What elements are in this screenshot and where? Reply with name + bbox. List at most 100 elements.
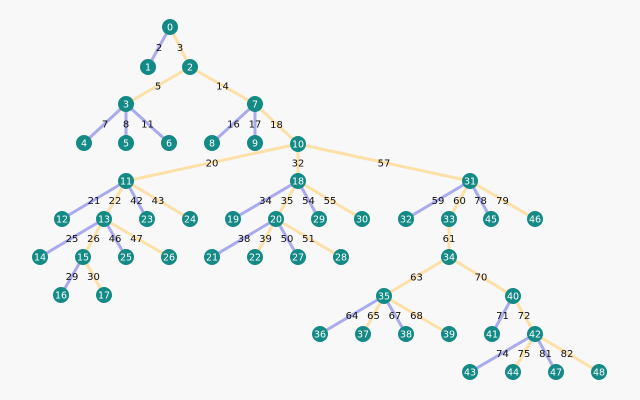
node-9[interactable]: 9 [247,135,263,151]
node-16[interactable]: 16 [53,287,69,303]
node-28[interactable]: 28 [333,249,349,265]
node-36[interactable]: 36 [312,326,328,342]
node-27[interactable]: 27 [290,249,306,265]
edge-label: 81 [539,349,552,360]
node-33[interactable]: 33 [441,211,457,227]
edge-label: 64 [346,311,359,322]
node-29[interactable]: 29 [311,211,327,227]
node-label: 25 [120,253,132,264]
edge-label: 29 [66,272,79,283]
node-30[interactable]: 30 [354,211,370,227]
edge-34-40 [448,255,514,298]
edge-18-19 [232,179,299,221]
node-4[interactable]: 4 [76,135,92,151]
node-label: 11 [120,177,132,188]
node-label: 42 [529,330,541,341]
node-23[interactable]: 23 [139,211,155,227]
node-22[interactable]: 22 [247,249,263,265]
node-2[interactable]: 2 [182,59,198,75]
node-20[interactable]: 20 [268,211,284,227]
node-15[interactable]: 15 [75,249,91,265]
node-circle [139,211,155,227]
node-circle [441,249,457,265]
edge-label: 68 [410,311,423,322]
node-35[interactable]: 35 [376,288,392,304]
node-circle [591,364,607,380]
node-label: 0 [167,23,173,34]
node-39[interactable]: 39 [441,326,457,342]
node-circle [32,249,48,265]
node-24[interactable]: 24 [182,211,198,227]
node-label: 37 [357,330,369,341]
node-48[interactable]: 48 [591,364,607,380]
node-circle [182,211,198,227]
node-34[interactable]: 34 [441,249,457,265]
node-7[interactable]: 7 [247,96,263,112]
node-41[interactable]: 41 [484,326,500,342]
node-47[interactable]: 47 [548,364,564,380]
node-circle [484,326,500,342]
node-label: 13 [98,215,110,226]
node-label: 9 [252,139,258,150]
edge-label: 79 [496,196,509,207]
node-8[interactable]: 8 [204,135,220,151]
node-14[interactable]: 14 [32,249,48,265]
node-label: 23 [141,215,153,226]
node-circle [355,326,371,342]
node-31[interactable]: 31 [462,173,478,189]
node-circle [118,96,134,112]
node-circle [333,249,349,265]
node-12[interactable]: 12 [54,211,70,227]
node-circle [312,326,328,342]
node-3[interactable]: 3 [118,96,134,112]
node-label: 15 [77,253,89,264]
node-label: 26 [163,253,175,264]
node-43[interactable]: 43 [462,364,478,380]
node-42[interactable]: 42 [527,326,543,342]
node-45[interactable]: 45 [483,211,499,227]
node-circle [462,173,478,189]
edge-35-36 [319,294,385,336]
node-26[interactable]: 26 [161,249,177,265]
edge-label: 8 [123,120,129,131]
edge-2-3 [125,65,191,106]
edge-3-6 [124,102,171,145]
node-37[interactable]: 37 [355,326,371,342]
edge-label: 74 [496,349,509,360]
node-40[interactable]: 40 [505,288,521,304]
node-32[interactable]: 32 [398,211,414,227]
edge-label: 43 [152,196,165,207]
node-46[interactable]: 46 [527,211,543,227]
node-label: 12 [56,215,68,226]
node-6[interactable]: 6 [161,135,177,151]
node-19[interactable]: 19 [225,211,241,227]
node-11[interactable]: 11 [118,173,134,189]
node-5[interactable]: 5 [118,135,134,151]
edge-34-35 [383,255,450,298]
node-circle [53,287,69,303]
node-circle [247,249,263,265]
node-25[interactable]: 25 [118,249,134,265]
edge-label: 55 [324,196,337,207]
node-circle [118,173,134,189]
node-44[interactable]: 44 [505,364,521,380]
node-label: 1 [145,63,151,74]
edge-label: 70 [475,273,488,284]
node-0[interactable]: 0 [162,19,178,35]
node-circle [441,326,457,342]
edge-label: 14 [216,82,229,93]
edge-11-24 [125,179,191,221]
node-17[interactable]: 17 [96,287,112,303]
node-circle [354,211,370,227]
edge-label: 26 [87,234,100,245]
node-21[interactable]: 21 [204,249,220,265]
node-10[interactable]: 10 [290,136,306,152]
node-label: 31 [464,177,476,188]
node-1[interactable]: 1 [140,59,156,75]
node-38[interactable]: 38 [398,326,414,342]
node-label: 43 [464,368,476,379]
node-13[interactable]: 13 [96,211,112,227]
node-18[interactable]: 18 [290,173,306,189]
edge-label: 11 [141,120,154,131]
node-label: 16 [55,291,67,302]
